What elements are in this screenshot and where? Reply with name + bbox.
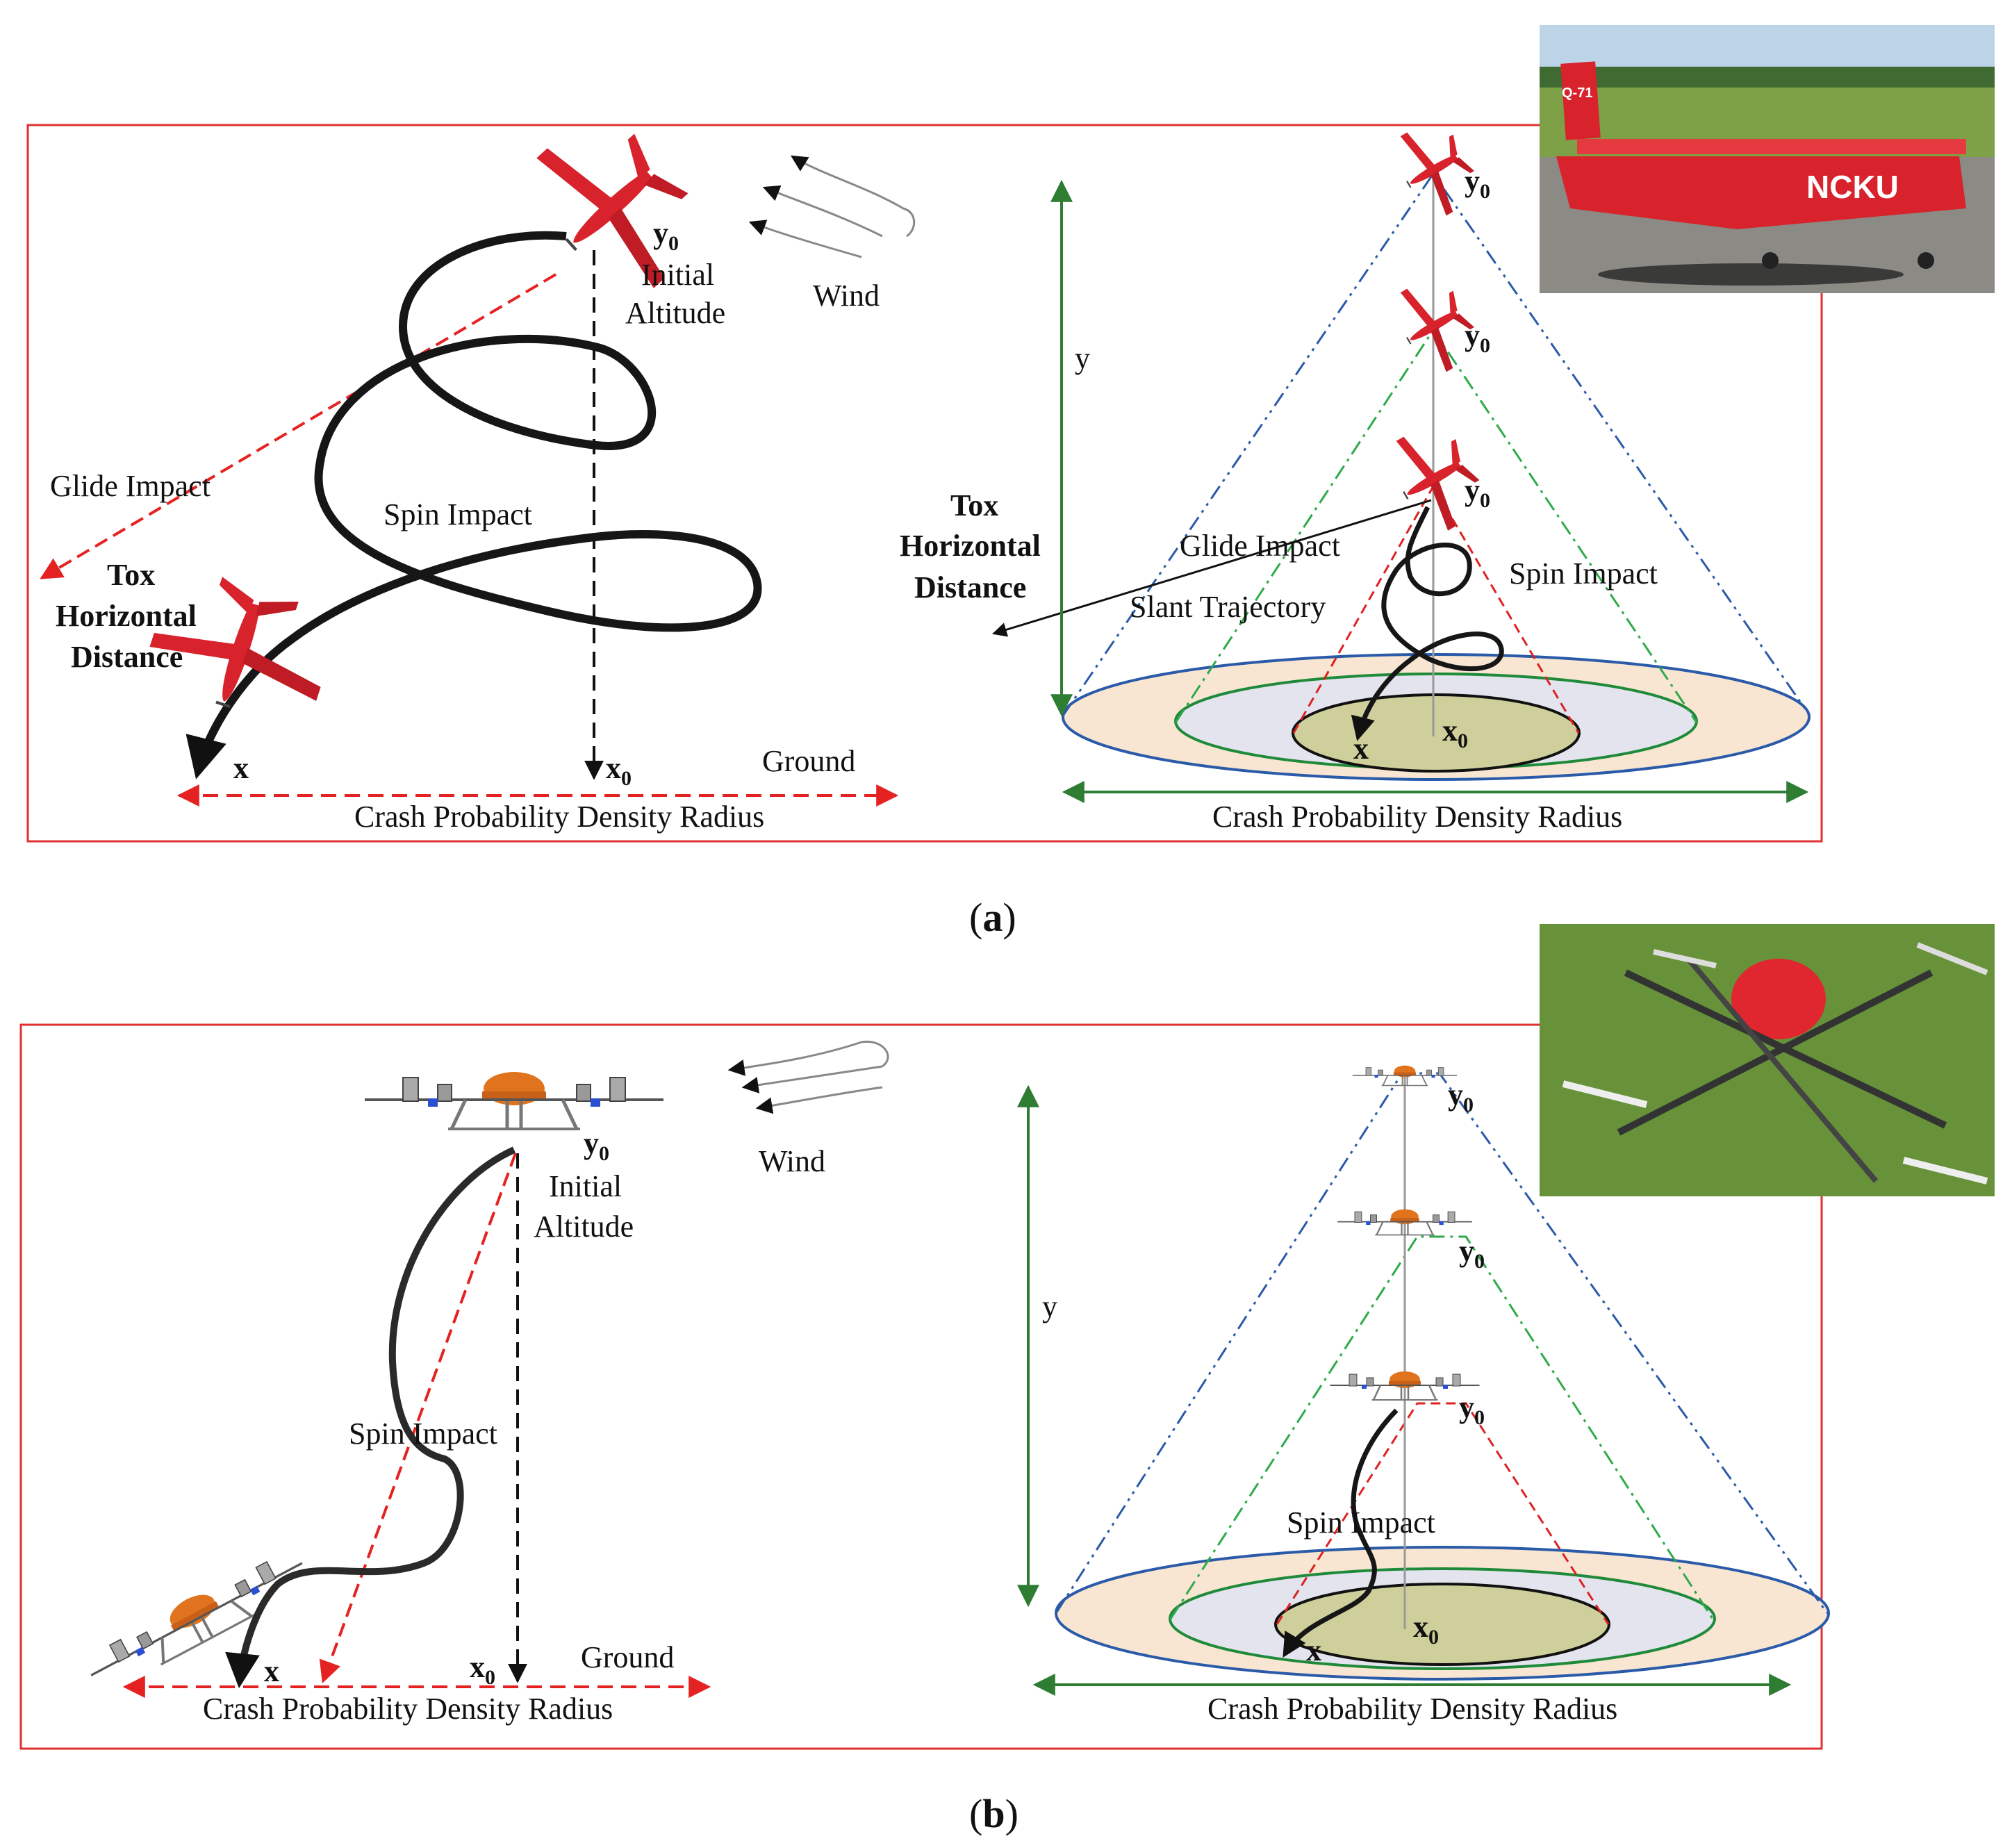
x-label-right-b: x xyxy=(1306,1633,1321,1667)
photo-fixed-wing-uav: NCKU Q-71 xyxy=(1540,25,1995,293)
wind-label: Wind xyxy=(813,279,880,313)
y0-mid-label-b: y0 xyxy=(1459,1234,1485,1273)
disk-inner-b xyxy=(1274,1583,1610,1666)
wind-icon-b xyxy=(727,1040,889,1114)
caption-b: (b) xyxy=(969,1791,1019,1836)
spin-trajectory-b xyxy=(225,1146,516,1688)
slant-red-line-b xyxy=(319,1153,517,1684)
caption-a: (a) xyxy=(969,895,1016,940)
radius-label-right: Crash Probability Density Radius xyxy=(1212,800,1622,834)
y0-top-label: y0 xyxy=(1465,164,1490,203)
spin-trajectory-right-b xyxy=(1283,1408,1399,1658)
x0-label-b: x0 xyxy=(470,1650,495,1689)
glide-impact-label-right: Glide Impact xyxy=(1180,529,1340,563)
horizontal-label: Horizontal xyxy=(56,599,197,633)
photo-ncku-text: NCKU xyxy=(1806,169,1899,205)
y0-low-label: y0 xyxy=(1465,473,1490,512)
glide-impact-label: Glide Impact xyxy=(50,469,211,503)
cone-green-b xyxy=(1169,1235,1714,1619)
spin-impact-label: Spin Impact xyxy=(384,497,532,531)
slant-trajectory-label: Slant Trajectory xyxy=(1130,590,1326,624)
spin-trajectory xyxy=(185,231,762,779)
glide-impact-arrow xyxy=(40,273,557,579)
y0-top-label-b: y0 xyxy=(1448,1078,1474,1116)
y0-mid-label: y0 xyxy=(1465,318,1490,357)
panel-b-frame xyxy=(19,1023,1823,1750)
tox-label-right: Tox xyxy=(950,488,998,522)
cone-blue-b xyxy=(1055,1072,1829,1614)
quad-initial xyxy=(365,1072,663,1129)
ground-label: Ground xyxy=(762,744,855,778)
x-label-right: x xyxy=(1353,732,1369,766)
y0-low-label-b: y0 xyxy=(1459,1390,1485,1429)
panel-a-frame xyxy=(26,124,1823,843)
spin-impact-label-right: Spin Impact xyxy=(1509,556,1658,591)
radius-label-b: Crash Probability Density Radius xyxy=(203,1692,613,1726)
initial-label-b: Initial xyxy=(549,1169,622,1203)
x-label-b: x xyxy=(264,1654,279,1688)
tox-label: Tox xyxy=(107,558,155,592)
photo-quadcopter xyxy=(1540,924,1995,1196)
y-axis-label: y xyxy=(1075,341,1090,375)
distance-label: Distance xyxy=(71,640,183,674)
distance-label-right: Distance xyxy=(914,570,1026,604)
spin-impact-label-b: Spin Impact xyxy=(349,1417,497,1451)
y0-label-b: y0 xyxy=(584,1126,609,1165)
panel-b-right-diagram: y0 y0 y0 y Spin Impact x x0 Crash Probab… xyxy=(1017,1064,1830,1726)
x-label: x xyxy=(233,751,249,785)
cone-blue xyxy=(1062,172,1811,716)
altitude-label: Altitude xyxy=(625,296,725,330)
panel-a-right-diagram: y0 y0 y0 y Tox Horizontal Distance Glide… xyxy=(900,112,1811,834)
ground-label-b: Ground xyxy=(581,1640,674,1674)
radius-label: Crash Probability Density Radius xyxy=(354,800,764,834)
spin-impact-label-right-b: Spin Impact xyxy=(1287,1505,1435,1540)
panel-a-left-diagram: y0 Initial Altitude Wind Glide Impact Sp… xyxy=(40,99,916,834)
radius-label-right-b: Crash Probability Density Radius xyxy=(1207,1692,1617,1726)
y0-label: y0 xyxy=(653,216,679,255)
cone-red-b xyxy=(1276,1402,1610,1625)
wind-icon xyxy=(748,155,916,258)
disk-inner xyxy=(1292,693,1581,773)
x0-label-right: x0 xyxy=(1442,713,1468,752)
x0-label: x0 xyxy=(606,751,632,790)
panel-b-left-diagram: y0 Initial Altitude Wind Spin Impact x x… xyxy=(81,1040,889,1726)
photo-tail-text: Q-71 xyxy=(1562,85,1592,101)
initial-label: Initial xyxy=(641,258,714,292)
horizontal-label-right: Horizontal xyxy=(900,529,1041,563)
x0-label-right-b: x0 xyxy=(1413,1610,1439,1649)
altitude-label-b: Altitude xyxy=(534,1210,634,1244)
spin-trajectory-right xyxy=(1351,506,1504,741)
y-axis-label-b: y xyxy=(1042,1289,1057,1323)
wind-label-b: Wind xyxy=(759,1144,825,1178)
